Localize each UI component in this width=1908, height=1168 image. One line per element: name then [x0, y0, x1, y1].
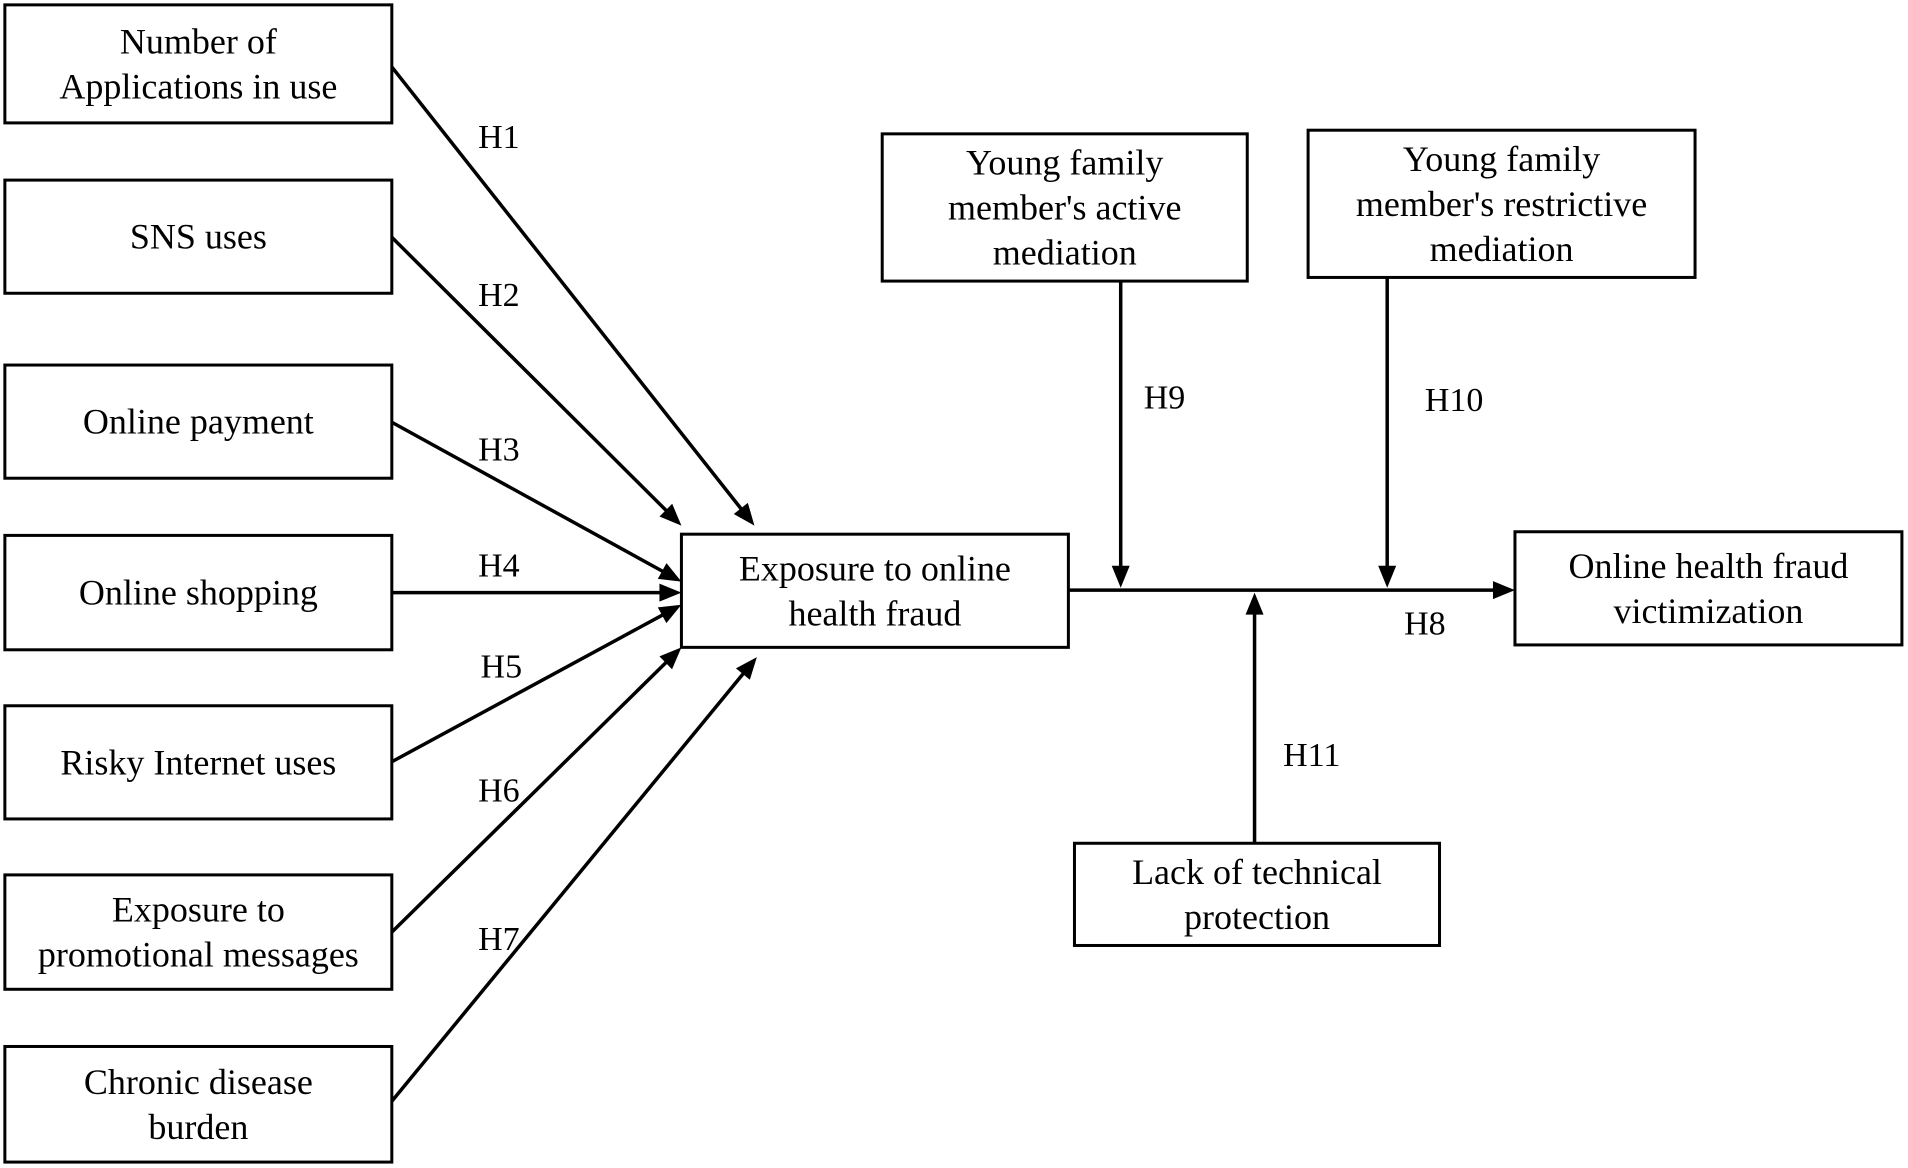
edge-h6	[390, 647, 682, 934]
edge-label-h8: H8	[1404, 606, 1446, 643]
edge-label-h2: H2	[478, 277, 520, 314]
node-label: victimization	[1613, 591, 1803, 631]
arrowhead	[1492, 581, 1515, 600]
node-label: mediation	[1430, 229, 1574, 269]
node-box	[3, 704, 394, 821]
arrowhead	[659, 583, 682, 602]
edge-h8	[1068, 581, 1515, 600]
node-label: burden	[148, 1107, 248, 1147]
edge-h7	[390, 657, 757, 1103]
edge-h3	[390, 420, 682, 582]
node-applications: Number of Applications in use	[3, 3, 394, 125]
node-label: Young family	[966, 142, 1163, 182]
node-box	[1513, 530, 1904, 647]
node-label: member's restrictive	[1356, 184, 1647, 224]
node-box	[3, 533, 394, 652]
edge-label-h7: H7	[478, 921, 520, 958]
node-label: health fraud	[788, 593, 961, 633]
node-label: Lack of technical	[1132, 852, 1382, 892]
edge-line	[390, 660, 669, 934]
node-box	[1072, 841, 1442, 947]
node-label: Chronic disease	[84, 1062, 313, 1102]
node-label: Risky Internet uses	[60, 742, 336, 782]
edge-h11	[1245, 592, 1264, 844]
arrowhead	[657, 604, 682, 624]
edge-label-h1: H1	[478, 119, 520, 156]
node-restrictive: Young family member's restrictive mediatio…	[1306, 128, 1697, 279]
node-box	[3, 873, 394, 991]
node-box	[3, 178, 394, 295]
node-label: Online health fraud	[1568, 546, 1848, 586]
node-protection: Lack of technical protection	[1072, 841, 1442, 947]
edge-label-h3: H3	[478, 432, 520, 469]
edge-h4	[391, 583, 682, 602]
edge-label-h11: H11	[1283, 737, 1340, 774]
edge-label-h9: H9	[1144, 379, 1186, 416]
node-label: protection	[1184, 897, 1330, 937]
edge-h1	[390, 65, 755, 526]
arrowhead	[733, 502, 755, 526]
edge-h2	[390, 236, 682, 526]
node-label: Exposure to online	[739, 548, 1011, 588]
edge-label-h5: H5	[481, 648, 523, 685]
node-label: Online shopping	[79, 573, 318, 613]
node-chronic: Chronic disease burden	[3, 1044, 394, 1164]
node-label: mediation	[993, 232, 1137, 272]
edge-h9	[1111, 281, 1130, 588]
node-label: SNS uses	[130, 217, 267, 257]
node-box	[3, 1044, 394, 1164]
edge-h5	[390, 604, 682, 764]
edge-line	[390, 612, 665, 764]
arrowhead	[1245, 592, 1264, 615]
node-promotional: Exposure to promotional messages	[3, 873, 394, 991]
arrowhead	[659, 503, 682, 526]
edge-line	[390, 236, 669, 513]
edge-h10	[1378, 277, 1397, 588]
node-label: Number of	[120, 21, 277, 61]
node-payment: Online payment	[3, 363, 394, 480]
arrowhead	[657, 563, 682, 582]
node-box	[3, 363, 394, 480]
arrowhead	[735, 657, 757, 680]
node-exposure: Exposure to online health fraud	[679, 532, 1070, 649]
arrowhead	[659, 647, 682, 670]
node-shopping: Online shopping	[3, 533, 394, 652]
node-label: promotional messages	[38, 935, 359, 975]
node-active: Young family member's active mediation	[880, 132, 1249, 283]
arrowhead	[1111, 565, 1130, 588]
node-sns: SNS uses	[3, 178, 394, 295]
arrowhead	[1378, 565, 1397, 588]
node-label: Applications in use	[59, 66, 337, 106]
edges-layer	[390, 65, 1515, 1103]
node-label: Young family	[1403, 139, 1600, 179]
edge-line	[390, 65, 744, 512]
node-label: Online payment	[83, 402, 314, 442]
edge-label-h6: H6	[478, 772, 520, 809]
edge-line	[390, 420, 665, 574]
node-label: Exposure to	[112, 890, 285, 930]
edge-label-h10: H10	[1425, 382, 1484, 419]
node-victimization: Online health fraud victimization	[1513, 530, 1904, 647]
node-risky: Risky Internet uses	[3, 704, 394, 821]
node-box	[880, 132, 1249, 283]
node-box	[679, 532, 1070, 649]
edge-line	[390, 671, 746, 1103]
node-label: member's active	[948, 187, 1181, 227]
node-box	[3, 3, 394, 125]
node-box	[1306, 128, 1697, 279]
edge-label-h4: H4	[478, 547, 520, 584]
